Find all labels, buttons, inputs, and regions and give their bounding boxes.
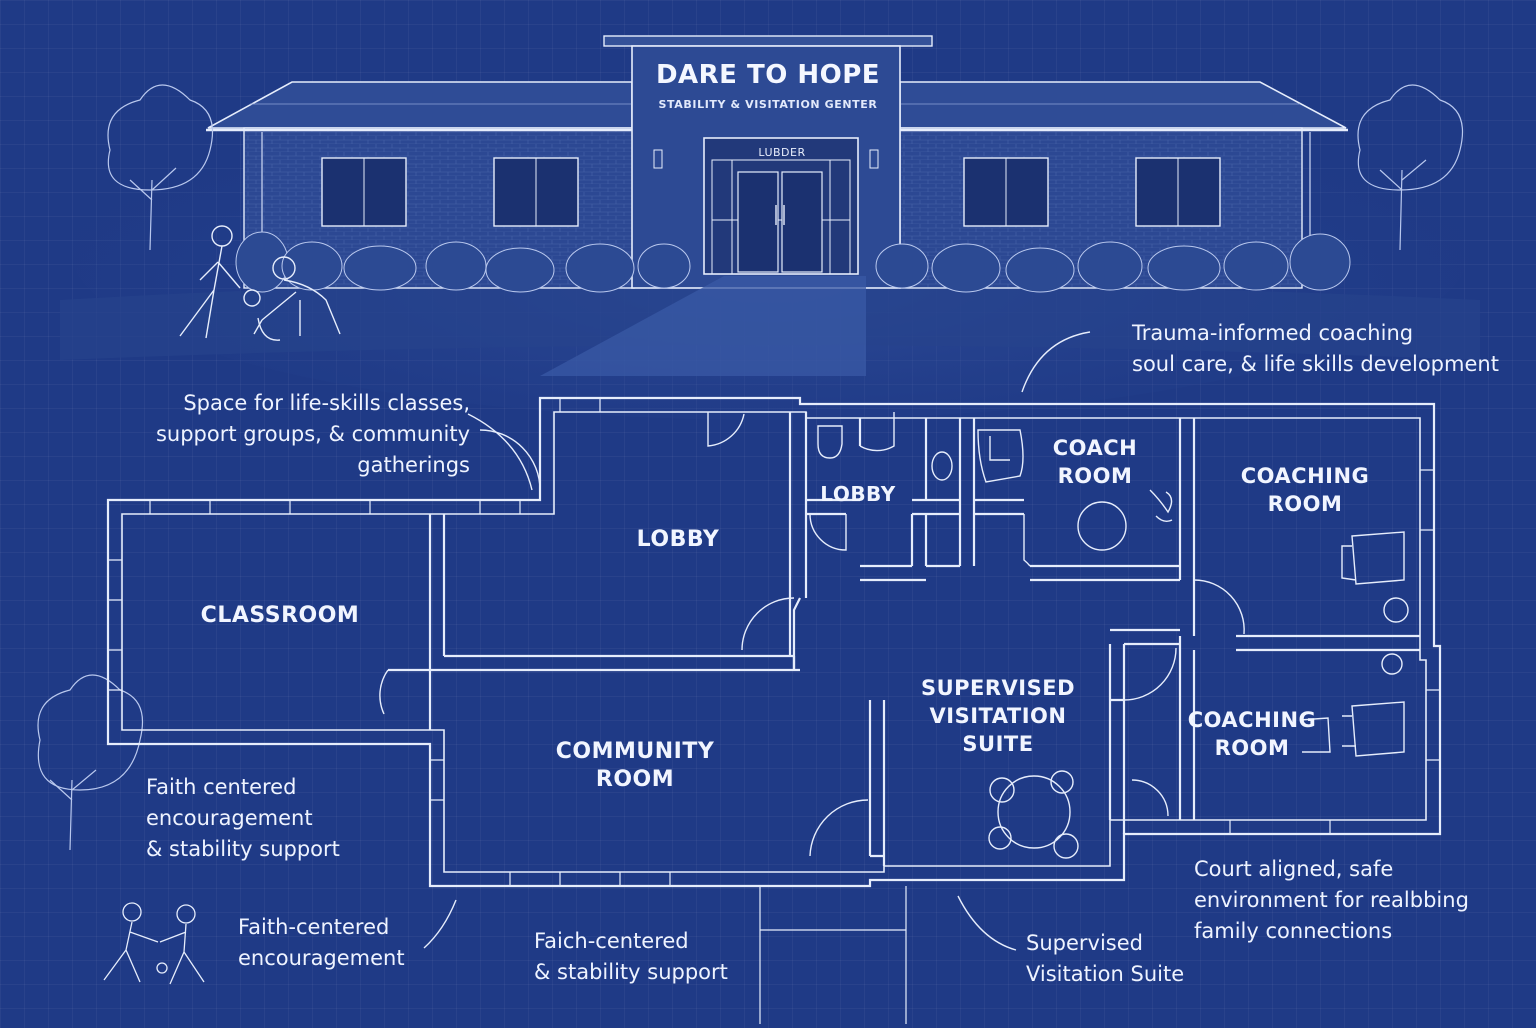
outer-wall-inner xyxy=(121,411,1427,873)
note-faich-stability: Faich-centered & stability support xyxy=(534,929,728,984)
toilet-left xyxy=(817,425,843,459)
note-life-skills: Space for life-skills classes, support g… xyxy=(155,391,470,477)
people-sketch-top xyxy=(179,225,341,341)
wall-community-right xyxy=(792,597,884,858)
wall-lobby-community xyxy=(388,654,800,672)
wall-coaching-lower xyxy=(1110,650,1196,820)
wall-classroom-lobby xyxy=(428,514,446,730)
shrubs xyxy=(235,231,1351,293)
note-faith-encouragement: Faith-centered encouragement xyxy=(238,915,405,970)
window-ticks xyxy=(108,398,1440,886)
wall-supervised xyxy=(868,628,1180,866)
room-lobby-small-label: LOBBY xyxy=(820,482,896,506)
plant-coach xyxy=(1149,489,1173,523)
note-supervised-visitation: Supervised Visitation Suite xyxy=(1026,931,1185,986)
note-trauma: Trauma-informed coaching soul care, & li… xyxy=(1132,321,1499,376)
wall-restrooms xyxy=(858,418,976,566)
round-table-suite xyxy=(997,775,1071,849)
room-lobby-main-label: LOBBY xyxy=(636,527,720,552)
people-sketch-bottom xyxy=(103,902,205,985)
sink-right xyxy=(931,451,953,481)
armchair-upper xyxy=(1341,531,1405,585)
trees xyxy=(37,84,1464,851)
sign-subtitle: STABILITY & VISITATION GENTER xyxy=(658,98,878,111)
door-swings xyxy=(379,412,1245,857)
room-community-label: COMMUNITY ROOM xyxy=(555,739,715,792)
entry-paths xyxy=(759,886,907,1024)
wall-coach-room xyxy=(974,418,1196,582)
room-coach-label: COACH ROOM xyxy=(1052,436,1138,488)
room-supervised-label: SUPERVISED VISITATION SUITE xyxy=(920,676,1076,756)
floor-plan xyxy=(106,396,1442,1024)
furniture xyxy=(817,425,1409,859)
room-coaching-upper-label: COACHING ROOM xyxy=(1240,464,1370,516)
plant-upper xyxy=(1383,597,1409,623)
building-elevation xyxy=(37,35,1480,985)
sign-title: DARE TO HOPE xyxy=(655,60,881,90)
outer-wall xyxy=(106,396,1442,888)
round-table-coach xyxy=(1077,501,1127,551)
wall-small-lobby xyxy=(806,498,960,582)
room-classroom-label: CLASSROOM xyxy=(200,603,360,628)
armchair-coach xyxy=(977,429,1024,483)
wall-lobby-right xyxy=(788,412,808,656)
note-faith-stability: Faith centered encouragement & stability… xyxy=(146,775,340,861)
leader-lines xyxy=(423,331,1091,951)
armchair-lower xyxy=(1342,701,1405,757)
note-court-aligned: Court aligned, safe environment for real… xyxy=(1194,857,1469,943)
wall-coaching-upper xyxy=(1178,580,1420,652)
room-coaching-lower-label: COACHING ROOM xyxy=(1187,708,1317,760)
door-sign: LUBDER xyxy=(758,146,806,159)
